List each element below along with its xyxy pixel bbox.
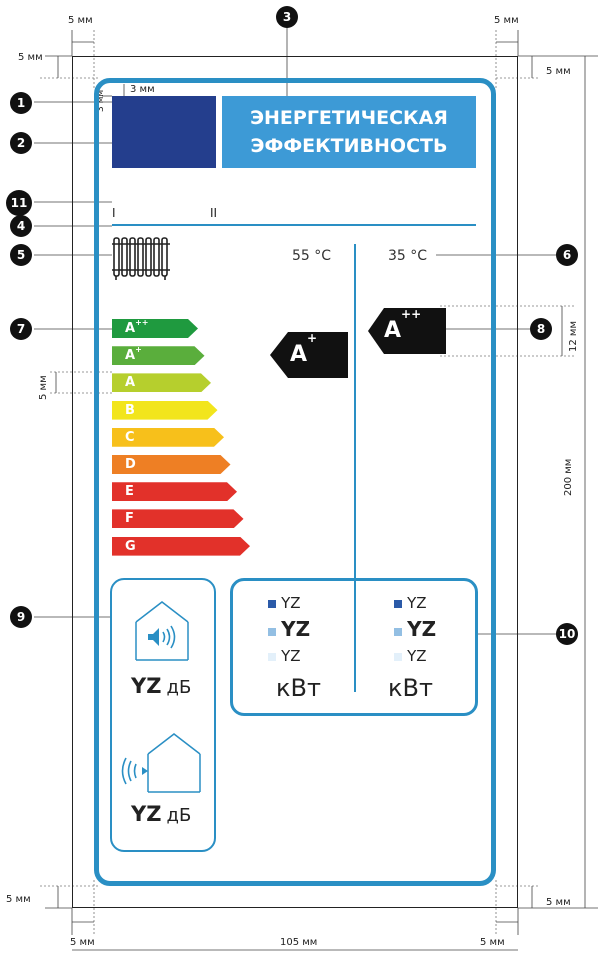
outdoor-sound-icon — [121, 733, 201, 793]
noise-box — [110, 578, 216, 852]
class-bar-d: D — [112, 455, 231, 474]
marker-8: 8 — [530, 318, 552, 340]
zone-average-marker-right — [394, 628, 402, 636]
marker-4: 4 — [10, 215, 32, 237]
column-divider — [354, 244, 356, 692]
dim-right-bottom: 5 мм — [546, 897, 571, 908]
class-arrow-left: A+ — [270, 332, 348, 378]
dim-top-right: 5 мм — [494, 15, 519, 26]
marker-9: 9 — [10, 606, 32, 628]
class-letter: F — [125, 511, 134, 527]
class-arrow-left-sup: + — [307, 331, 318, 345]
col-ii-label: II — [210, 206, 218, 220]
class-bar-e: E — [112, 482, 237, 502]
label-title: ЭНЕРГЕТИЧЕСКАЯ ЭФФЕКТИВНОСТЬ — [222, 96, 476, 168]
dim-left-top: 5 мм — [18, 52, 43, 63]
class-letter: D — [125, 457, 136, 472]
power-box — [230, 578, 478, 716]
zone-cold-marker-left — [268, 600, 276, 608]
class-letter: A — [125, 375, 136, 391]
dim-total-width: 105 мм — [280, 937, 318, 948]
dim-bottom-left: 5 мм — [70, 937, 95, 948]
class-arrow-right: A++ — [368, 308, 446, 354]
zone-warm-marker-right — [394, 653, 402, 661]
power-left-warm: YZ — [281, 647, 301, 665]
noise-outdoor-value: YZ — [131, 802, 162, 826]
class-bar-c: C — [112, 427, 224, 447]
class-bar-a-plus-plus: A++ — [112, 319, 198, 338]
class-letter: A — [125, 348, 136, 364]
title-line-1: ЭНЕРГЕТИЧЕСКАЯ — [250, 107, 448, 129]
class-arrow-right-base: A — [384, 318, 402, 343]
zone-warm-marker-left — [268, 653, 276, 661]
noise-indoor: YZ дБ — [131, 674, 191, 698]
marker-2: 2 — [10, 132, 32, 154]
power-right-average: YZ — [407, 617, 437, 641]
title-line-2: ЭФФЕКТИВНОСТЬ — [250, 135, 448, 157]
outer-frame — [72, 56, 518, 908]
noise-indoor-unit: дБ — [166, 677, 192, 698]
supplier-logo-area — [112, 96, 216, 168]
dim-class-bar-height: 5 мм — [38, 375, 49, 400]
dim-arrow-height: 12 мм — [568, 321, 579, 352]
marker-6: 6 — [556, 244, 578, 266]
class-letter: A — [125, 321, 136, 336]
header-divider — [112, 224, 476, 226]
noise-indoor-value: YZ — [131, 674, 162, 698]
marker-7: 7 — [10, 318, 32, 340]
radiator-icon — [112, 237, 170, 280]
label-frame — [94, 78, 496, 886]
power-unit-right: кВт — [388, 674, 433, 702]
dim-left-bottom: 5 мм — [6, 894, 31, 905]
zone-cold-marker-right — [394, 600, 402, 608]
power-right-warm: YZ — [407, 647, 427, 665]
class-superscript: + — [135, 345, 142, 355]
dim-bottom-right: 5 мм — [480, 937, 505, 948]
marker-5: 5 — [10, 244, 32, 266]
class-bar-a: A — [112, 373, 211, 393]
class-arrow-left-base: A — [290, 342, 308, 367]
zone-average-marker-left — [268, 628, 276, 636]
marker-1: 1 — [10, 92, 32, 114]
dim-top-left: 5 мм — [68, 15, 93, 26]
power-unit-left: кВт — [276, 674, 321, 702]
marker-10: 10 — [556, 623, 578, 645]
marker-11: 11 — [6, 190, 32, 216]
power-left-cold: YZ — [281, 594, 301, 612]
temperature-right: 35 °C — [388, 248, 428, 264]
dim-right-top: 5 мм — [546, 66, 571, 77]
power-right-cold: YZ — [407, 594, 427, 612]
class-bar-b: B — [112, 400, 218, 420]
class-letter: C — [125, 429, 135, 445]
class-superscript: ++ — [135, 318, 149, 327]
class-letter: E — [125, 484, 134, 500]
class-arrow-right-sup: ++ — [401, 307, 422, 321]
class-letter: G — [125, 538, 136, 554]
power-column-right: YZ YZ YZ — [394, 592, 436, 668]
marker-3: 3 — [276, 6, 298, 28]
power-left-average: YZ — [281, 617, 311, 641]
dim-inner-3mm-h: 3 мм — [130, 84, 155, 95]
noise-outdoor: YZ дБ — [131, 802, 191, 826]
noise-outdoor-unit: дБ — [166, 805, 192, 826]
col-i-label: I — [112, 206, 116, 220]
class-letter: B — [125, 402, 135, 418]
indoor-sound-icon — [135, 601, 189, 661]
temperature-left: 55 °C — [292, 248, 332, 264]
dim-total-height: 200 мм — [563, 458, 574, 496]
power-column-left: YZ YZ YZ — [268, 592, 310, 668]
class-bar-g: G — [112, 536, 250, 556]
class-bar-a-plus: A+ — [112, 345, 205, 366]
class-bar-f: F — [112, 509, 244, 529]
